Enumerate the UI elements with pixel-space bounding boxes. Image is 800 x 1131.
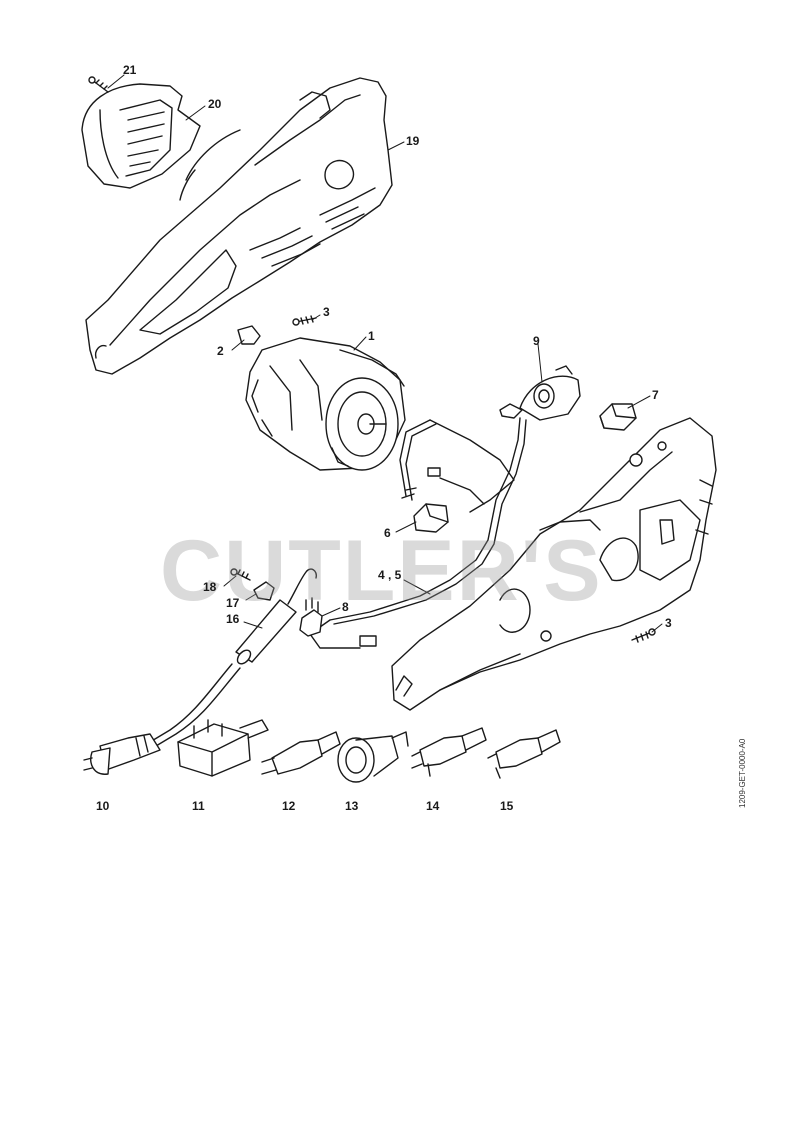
motor-part [245,337,406,471]
screw-3-lower-part [631,628,656,643]
document-code: 1209-GET-0000-A0 [738,738,747,808]
plug-15-part [487,729,561,779]
plug-12-part [261,731,341,775]
label-4-5: 4 , 5 [378,568,402,582]
uk-plug-11-part [177,719,269,777]
leader-lines [107,74,663,633]
wiring-harness-part [309,417,527,649]
terminal-8-part [299,597,323,637]
clip-2-part [237,325,261,345]
label-15: 15 [500,799,514,813]
label-7: 7 [652,388,659,402]
cable-clamp-17-part [253,581,275,601]
label-1: 1 [368,329,375,343]
label-3-upper: 3 [323,305,330,319]
main-housing-part [391,417,717,711]
label-21: 21 [123,63,137,77]
screw-18-part [230,568,251,581]
label-16: 16 [226,612,240,626]
label-3-lower: 3 [665,616,672,630]
label-17: 17 [226,596,240,610]
plug-14-part [411,727,487,777]
euro-plug-10-part [83,733,161,775]
clip-7-part [599,403,637,431]
handle-housing-part [85,77,393,375]
watermark-text: CUTLER'S [160,523,603,619]
screw-21-part [88,76,109,93]
label-10: 10 [96,799,110,813]
power-cord-part [149,663,241,747]
label-8: 8 [342,600,349,614]
label-11: 11 [192,799,205,813]
label-2: 2 [217,344,224,358]
label-6: 6 [384,526,391,540]
label-12: 12 [282,799,296,813]
label-13: 13 [345,799,359,813]
label-18: 18 [203,580,217,594]
switch-9-part [499,365,581,421]
label-19: 19 [406,134,420,148]
label-14: 14 [426,799,440,813]
rear-cover-part [81,83,201,189]
label-9: 9 [533,334,540,348]
capacitor-6-part [413,503,449,533]
cable-sleeve-16-part [235,568,318,665]
label-20: 20 [208,97,222,111]
round-plug-13-part [337,731,409,783]
screw-3-upper-part [292,315,317,326]
